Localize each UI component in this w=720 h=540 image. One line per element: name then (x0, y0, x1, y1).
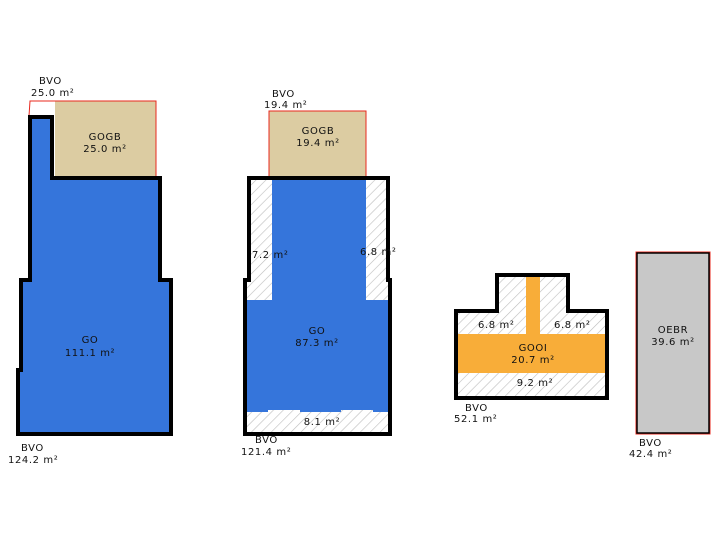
gogb-label-b: GOGB (302, 126, 335, 137)
bvo-outline-d (635, 251, 711, 435)
bvo-top-area-a: 25.0 m² (31, 88, 74, 99)
hatch-left-area-c: 6.8 m² (478, 320, 514, 331)
go-label-b: GO (309, 326, 326, 337)
bvo-bottom-label-d: BVO (639, 438, 662, 449)
oebr-area-d: 39.6 m² (651, 337, 694, 348)
oebr-label-d: OEBR (658, 325, 688, 336)
wall-c (454, 273, 609, 400)
plan-a: BVO 25.0 m² GOGB 25.0 m² GO 111.1 m² BVO… (8, 76, 173, 466)
go-area-b: 87.3 m² (295, 338, 338, 349)
hatch-left-area-b: 7.2 m² (252, 250, 288, 261)
bvo-bottom-area-d: 42.4 m² (629, 449, 672, 460)
gogb-room-a[interactable] (55, 101, 156, 179)
wall-b (243, 176, 392, 436)
hatch-right-area-c: 6.8 m² (554, 320, 590, 331)
plan-c: 6.8 m² 6.8 m² GOOI 20.7 m² 9.2 m² BVO 52… (454, 273, 609, 425)
bvo-bottom-label-c: BVO (465, 403, 488, 414)
gogb-room-b[interactable] (269, 111, 366, 177)
bvo-bottom-label-b: BVO (255, 435, 278, 446)
bvo-bottom-area-b: 121.4 m² (241, 447, 291, 458)
gooi-area-c: 20.7 m² (511, 355, 554, 366)
hatch-right-area-b: 6.8 m² (360, 247, 396, 258)
gogb-area-b: 19.4 m² (296, 138, 339, 149)
gogb-area-a: 25.0 m² (83, 144, 126, 155)
go-room-b[interactable] (247, 178, 388, 412)
go-area-a: 111.1 m² (65, 348, 115, 359)
hatch-bottom-area-b: 8.1 m² (304, 417, 340, 428)
gogb-label-a: GOGB (89, 132, 122, 143)
plan-d: OEBR 39.6 m² BVO 42.4 m² (629, 251, 711, 460)
bvo-top-label-b: BVO (272, 89, 295, 100)
bvo-top-label-a: BVO (39, 76, 62, 87)
gooi-label-c: GOOI (519, 343, 548, 354)
oebr-room-d[interactable] (637, 253, 709, 433)
bvo-top-area-b: 19.4 m² (264, 100, 307, 111)
bvo-bottom-label-a: BVO (21, 443, 44, 454)
gooi-room-c[interactable] (457, 276, 606, 373)
go-label-a: GO (82, 335, 99, 346)
go-room-a[interactable] (18, 117, 171, 434)
bvo-bottom-area-c: 52.1 m² (454, 414, 497, 425)
bvo-bottom-area-a: 124.2 m² (8, 455, 58, 466)
plan-b: BVO 19.4 m² GOGB 19.4 m² 7.2 m² 6.8 m² G… (241, 89, 396, 458)
hatch-bottom-area-c: 9.2 m² (517, 378, 553, 389)
wall-d (636, 252, 710, 434)
